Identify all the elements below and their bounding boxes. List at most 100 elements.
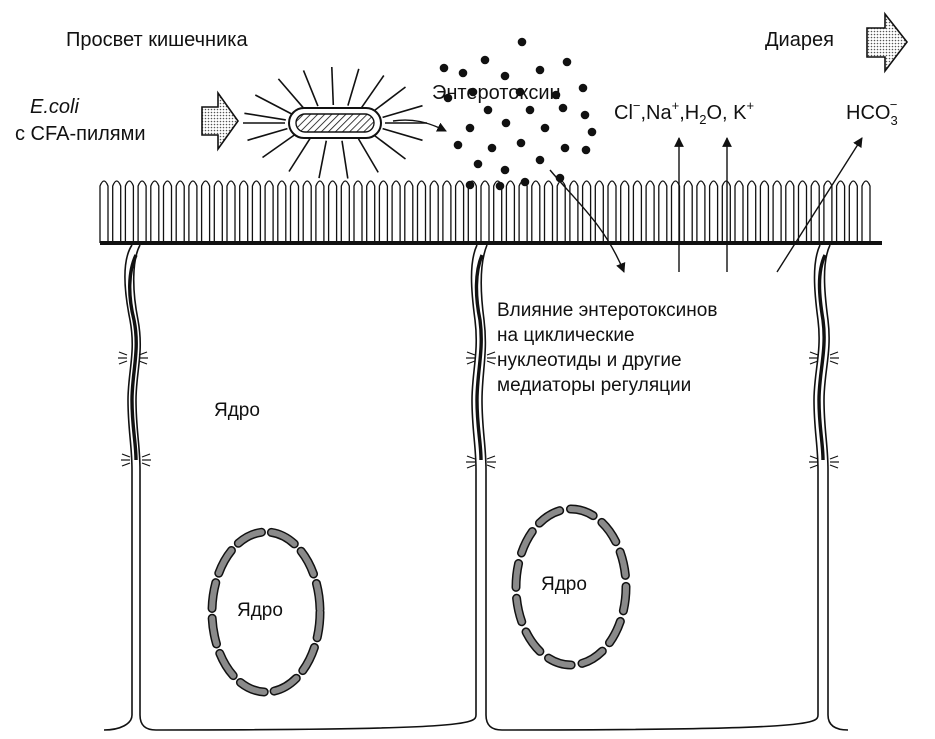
microvillus [531, 180, 541, 243]
enterotoxin-label: Энтеротоксин [432, 82, 561, 104]
microvillus [112, 180, 122, 243]
microvillus [162, 180, 173, 243]
toxin-particle [525, 105, 535, 115]
microvillus [416, 180, 427, 243]
microvillus [239, 180, 249, 243]
pilus [382, 104, 423, 119]
microvillus [137, 180, 147, 243]
toxin-particle [555, 173, 565, 183]
microvillus [366, 180, 376, 243]
right-cell-wall-inner [823, 244, 849, 731]
toxin-particle [516, 138, 526, 148]
pilus [382, 127, 423, 142]
microvillus [797, 180, 808, 243]
toxin-particle [487, 143, 497, 153]
microvillus [683, 180, 693, 243]
ion-h: ,H [679, 102, 699, 124]
toxin-particle [465, 180, 475, 190]
microvillus [632, 180, 643, 243]
pilus [247, 127, 288, 142]
toxin-particle [515, 87, 525, 97]
pilus [357, 138, 379, 173]
microvillus [99, 180, 109, 243]
right-nucleus-envelope [513, 506, 629, 668]
toxin-particle [578, 83, 588, 93]
microvillus [835, 180, 846, 243]
left-nucleus-label: Ядро [237, 600, 283, 621]
ion-k-charge: + [746, 98, 754, 113]
middle-cell-wall-right [480, 244, 503, 731]
microvillus [302, 180, 312, 243]
effect-text-line-2: на циклические [497, 325, 635, 346]
toxin-particle [495, 181, 505, 191]
toxin-particle [480, 55, 490, 65]
microvillus [429, 180, 439, 243]
microvillus [404, 180, 414, 243]
microvillus [493, 180, 503, 243]
toxin-particle [535, 155, 545, 165]
microvillus [543, 180, 554, 243]
ion-cl-charge: − [633, 98, 641, 113]
microvillus [175, 180, 185, 243]
enterotoxin-particles [439, 37, 597, 191]
bicarbonate-label: HCO3− [846, 97, 898, 128]
toxin-particle [500, 165, 510, 175]
microvillus [213, 180, 223, 243]
toxin-particle [501, 118, 511, 128]
cytoplasm-nucleus-label: Ядро [214, 400, 260, 421]
microvillus [708, 180, 719, 243]
microvillus [327, 180, 338, 243]
toxin-particle [468, 87, 478, 97]
pilus [318, 140, 328, 179]
microvillus [645, 180, 655, 243]
ion-h2o-subscript: 2 [699, 112, 706, 127]
pilus [372, 133, 406, 160]
pilus [331, 66, 335, 106]
microvillus [658, 180, 668, 243]
tight-junctions [128, 254, 827, 461]
middle-cell-wall-left [155, 244, 478, 731]
ion-na: ,Na [640, 102, 672, 124]
pilus [372, 86, 406, 113]
microvillus [391, 180, 401, 243]
toxin-particle [535, 65, 545, 75]
microvillus [454, 180, 465, 243]
microvillus [569, 180, 579, 243]
effect-text-line-1: Влияние энтеротоксинов [497, 300, 717, 321]
pilus [341, 140, 349, 179]
right-nucleus-label: Ядро [541, 574, 587, 595]
toxin-particle [443, 93, 453, 103]
diarrhea-arrow-icon [866, 11, 909, 74]
microvillus [251, 180, 262, 243]
toxin-particle [587, 127, 597, 137]
toxin-particle [439, 63, 449, 73]
ion-o-k: O, K [706, 102, 747, 124]
diarrhea-label: Диарея [765, 29, 834, 51]
bicarbonate-subscript: 3 [890, 113, 897, 128]
cfa-pili [243, 66, 427, 179]
microvillus [289, 180, 300, 243]
toxin-particle [540, 123, 550, 133]
microvillus [848, 180, 858, 243]
right-cell-wall-outer [501, 244, 821, 731]
toxin-particle [473, 159, 483, 169]
bicarbonate-secretion-arrow [776, 137, 863, 273]
toxin-particle [562, 57, 572, 67]
ecoli-bacterium [243, 66, 427, 179]
effect-text-line-3: нуклеотиды и другие [497, 350, 682, 371]
toxin-particle [520, 177, 530, 187]
microvillus [747, 180, 757, 243]
left-cell-wall-outer [103, 244, 134, 731]
microvillus [785, 180, 795, 243]
microvillus [518, 180, 528, 243]
microvillus [607, 180, 617, 243]
toxin-particle [465, 123, 475, 133]
bicarbonate-formula: HCO [846, 102, 890, 124]
pilus [244, 112, 286, 121]
ecoli-arrow-icon [201, 90, 239, 152]
toxin-particle [580, 110, 590, 120]
microvillus [442, 180, 452, 243]
toxin-entry-arrow [549, 169, 626, 273]
toxin-particle [551, 90, 561, 100]
